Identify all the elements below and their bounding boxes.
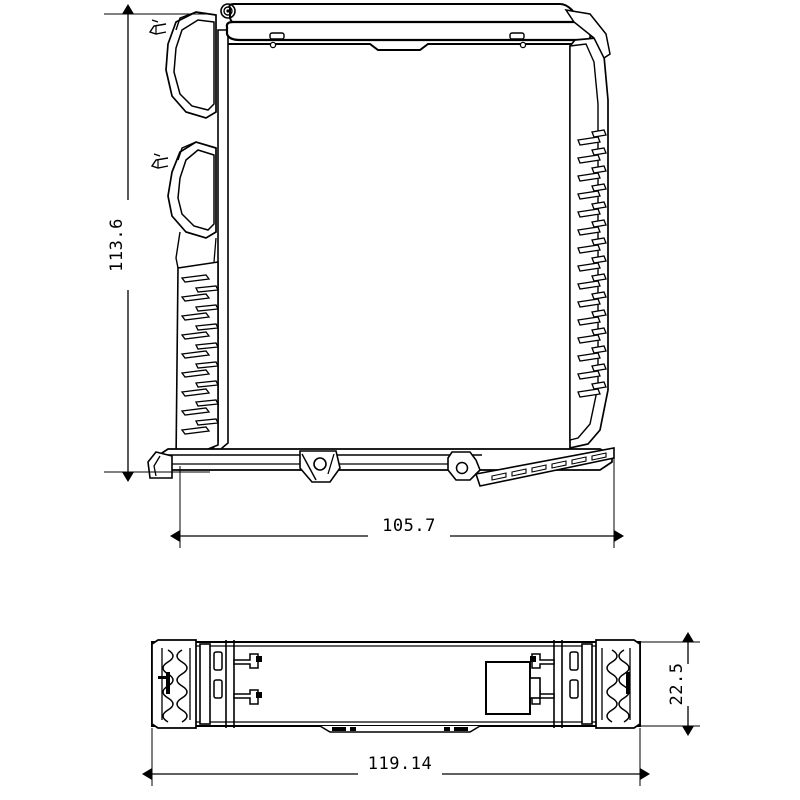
right-foot-hole [455,461,469,475]
dimension-width-105-7: 105.7 [170,450,624,548]
dimension-label-width: 105.7 [382,516,436,536]
dimension-label-thickness: 22.5 [667,663,687,706]
connector-slot-right-lower [569,679,579,699]
terminal-block-left [151,639,197,729]
connector-slot-left-lower [213,679,223,699]
din-clip-lower [150,141,217,269]
terminal-block-right [595,639,641,729]
terminal-screw-left [166,672,170,694]
base-flange [147,447,615,487]
right-foot-bracket [447,451,481,481]
vent-slots-right-column-b [591,129,607,390]
label-window [485,661,541,715]
connector-slot-right-upper [569,651,579,671]
cover-pin-right [519,41,527,49]
top-cover-rail [220,3,592,51]
label-window-tab [529,677,541,699]
dimension-label-height: 113.6 [107,218,127,272]
connector-slot-left-upper [213,651,223,671]
front-profile-view: 113.6 105.7 [104,3,624,548]
terminal-screw-right [626,672,630,694]
cover-notch-left [269,32,285,40]
upper-right-bracket [564,8,611,60]
latch-hook-right-upper [531,653,555,669]
latch-hook-left-upper [233,653,259,669]
vent-slots-left-column-a [180,274,211,435]
din-clip-upper [148,11,217,119]
vent-panel-right [577,129,607,398]
dimension-height-113-6: 113.6 [104,4,210,482]
vent-panel-left [175,261,220,464]
latch-hook-left-lower [233,689,259,705]
top-plan-view: 22.5 119.14 [142,632,700,786]
corner-roll-detail [220,3,236,19]
center-mount-hole [313,457,327,471]
dimension-label-length: 119.14 [368,754,432,774]
dimension-thickness-22-5: 22.5 [636,632,700,736]
cover-notch-right [509,32,525,40]
center-mount-tab [299,450,341,483]
cover-pin-left [269,41,277,49]
edge-view-bottom-rail [319,725,481,733]
base-left-endcap [147,451,173,479]
vent-slots-right-column-a [577,136,601,398]
vent-slots-left-column-b [194,285,220,426]
connector-shroud-right [530,640,593,728]
connector-shroud-left [199,640,262,728]
dimension-length-119-14: 119.14 [142,728,650,786]
